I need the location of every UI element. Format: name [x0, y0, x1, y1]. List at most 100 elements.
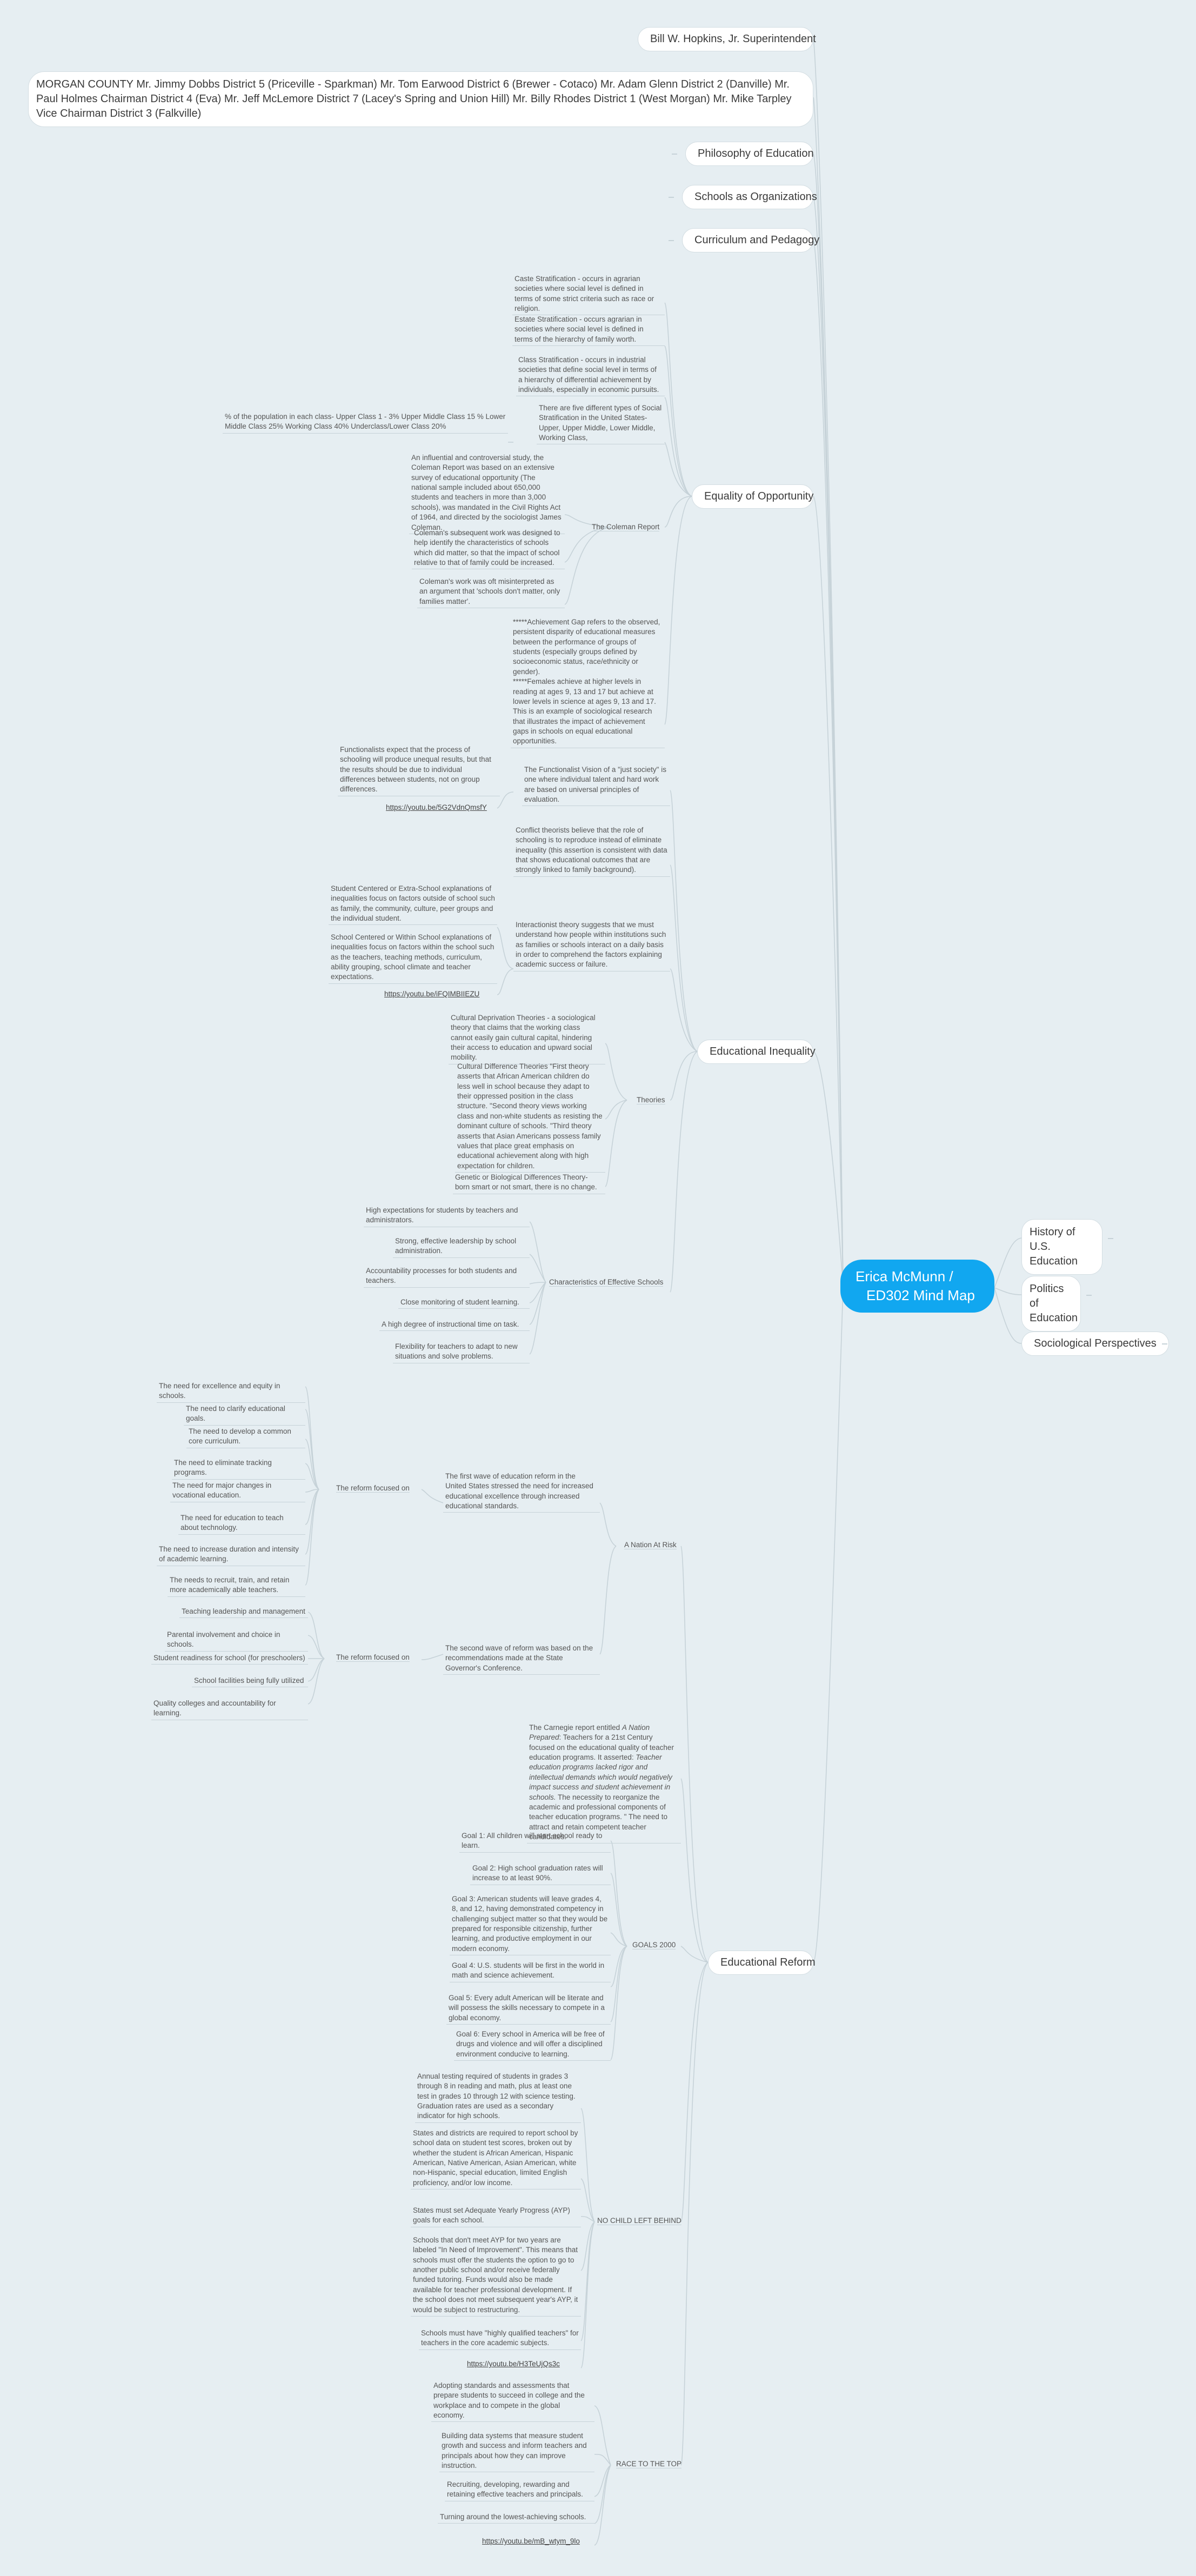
- note-class[interactable]: Class Stratification - occurs in industr…: [516, 354, 665, 397]
- note-functionalists[interactable]: Functionalists expect that the process o…: [338, 744, 500, 796]
- need-item-7[interactable]: The need to increase duration and intens…: [157, 1543, 305, 1566]
- nclb-item-5[interactable]: Schools must have "highly qualified teac…: [419, 2327, 581, 2350]
- note-cultural-deprivation[interactable]: Cultural Deprivation Theories - a sociol…: [449, 1012, 605, 1064]
- carnegie-part-e: The necessity to reorganize the academic…: [529, 1793, 667, 1841]
- goal-item-2[interactable]: Goal 2: High school graduation rates wil…: [470, 1862, 611, 1885]
- need-item-1[interactable]: The need for excellence and equity in sc…: [157, 1380, 305, 1403]
- topic-philosophy[interactable]: Philosophy of Education: [685, 142, 814, 166]
- label-nation-at-risk[interactable]: A Nation At Risk: [624, 1541, 677, 1549]
- label-reform-focused-1[interactable]: The reform focused on: [336, 1484, 410, 1493]
- note-coleman-2[interactable]: Coleman's subsequent work was designed t…: [412, 527, 565, 570]
- topic-reform-label: Educational Reform: [720, 1956, 816, 1968]
- need-item-6[interactable]: The need for education to teach about te…: [178, 1512, 305, 1535]
- rttt-item-1[interactable]: Adopting standards and assessments that …: [431, 2380, 594, 2422]
- topic-curriculum[interactable]: Curriculum and Pedagogy: [682, 228, 819, 252]
- effective-item-5[interactable]: A high degree of instructional time on t…: [379, 1319, 530, 1332]
- note-interactionist[interactable]: Interactionist theory suggests that we m…: [513, 919, 670, 971]
- label-nclb[interactable]: NO CHILD LEFT BEHIND: [597, 2216, 681, 2225]
- goal-item-3[interactable]: Goal 3: American students will leave gra…: [450, 1893, 611, 1956]
- topic-schools-organizations[interactable]: Schools as Organizations: [682, 185, 817, 209]
- topic-history-line2: Education: [1030, 1255, 1078, 1267]
- rttt-item-4[interactable]: Turning around the lowest-achieving scho…: [438, 2511, 594, 2524]
- nclb-item-3[interactable]: States must set Adequate Yearly Progress…: [411, 2205, 581, 2227]
- need-item-8[interactable]: The needs to recruit, train, and retain …: [168, 1574, 305, 1597]
- focus2-item-1[interactable]: Teaching leadership and management: [179, 1606, 308, 1619]
- topic-philosophy-label: Philosophy of Education: [698, 148, 814, 159]
- goal-item-4[interactable]: Goal 4: U.S. students will be first in t…: [450, 1960, 611, 1982]
- topic-philosophy-collapse-handle[interactable]: [672, 154, 677, 155]
- topic-sociological[interactable]: Sociological Perspectives: [1021, 1332, 1169, 1356]
- effective-item-2[interactable]: Strong, effective leadership by school a…: [393, 1235, 530, 1258]
- note-student-centered[interactable]: Student Centered or Extra-School explana…: [329, 883, 497, 926]
- link-youtube-2-text[interactable]: https://youtu.be/iFQIMBIIEZU: [384, 990, 480, 998]
- topic-curriculum-label: Curriculum and Pedagogy: [694, 234, 820, 246]
- nclb-item-1[interactable]: Annual testing required of students in g…: [415, 2071, 581, 2123]
- topic-politics-collapse-handle[interactable]: [1086, 1295, 1092, 1296]
- note-cultural-difference[interactable]: Cultural Difference Theories "First theo…: [455, 1061, 605, 1173]
- need-item-3[interactable]: The need to develop a common core curric…: [186, 1426, 305, 1448]
- link-youtube-4-text[interactable]: https://youtu.be/mB_wtym_9lo: [482, 2537, 580, 2545]
- goal-item-5[interactable]: Goal 5: Every adult American will be lit…: [446, 1992, 611, 2025]
- topic-politics-line1: Politics of: [1030, 1283, 1064, 1309]
- note-achievement-gap[interactable]: *****Achievement Gap refers to the obser…: [511, 616, 665, 748]
- topic-schools-organizations-collapse-handle[interactable]: [669, 197, 674, 198]
- note-coleman-1[interactable]: An influential and controversial study, …: [409, 452, 565, 534]
- link-youtube-2[interactable]: https://youtu.be/iFQIMBIIEZU: [382, 988, 497, 1000]
- focus2-item-3[interactable]: Student readiness for school (for presch…: [151, 1652, 308, 1665]
- effective-item-4[interactable]: Close monitoring of student learning.: [398, 1296, 530, 1309]
- topic-equality[interactable]: Equality of Opportunity: [692, 484, 813, 509]
- topic-school-board[interactable]: MORGAN COUNTY Mr. Jimmy Dobbs District 5…: [28, 71, 813, 127]
- label-theories[interactable]: Theories: [637, 1096, 665, 1104]
- nclb-item-2[interactable]: States and districts are required to rep…: [411, 2127, 581, 2190]
- focus2-item-5[interactable]: Quality colleges and accountability for …: [151, 1698, 308, 1720]
- link-youtube-3[interactable]: https://youtu.be/H3TeUjQs3c: [465, 2358, 581, 2370]
- link-youtube-3-text[interactable]: https://youtu.be/H3TeUjQs3c: [467, 2360, 560, 2368]
- note-five-types[interactable]: There are five different types of Social…: [537, 402, 665, 445]
- need-item-2[interactable]: The need to clarify educational goals.: [184, 1403, 305, 1426]
- note-caste[interactable]: Caste Stratification - occurs in agraria…: [512, 273, 665, 316]
- topic-curriculum-collapse-handle[interactable]: [669, 240, 674, 241]
- carnegie-part-a: The Carnegie report entitled: [529, 1723, 622, 1732]
- topic-superintendent[interactable]: Bill W. Hopkins, Jr. Superintendent: [638, 27, 816, 51]
- label-coleman-report[interactable]: The Coleman Report: [592, 523, 660, 531]
- effective-item-6[interactable]: Flexibility for teachers to adapt to new…: [393, 1341, 530, 1363]
- topic-inequality[interactable]: Educational Inequality: [697, 1040, 816, 1064]
- topic-reform[interactable]: Educational Reform: [708, 1951, 816, 1975]
- note-school-centered[interactable]: School Centered or Within School explana…: [329, 931, 497, 984]
- label-race-to-the-top[interactable]: RACE TO THE TOP: [616, 2460, 682, 2468]
- note-conflict[interactable]: Conflict theorists believe that the role…: [513, 824, 670, 877]
- topic-history[interactable]: History of U.S. Education: [1021, 1219, 1103, 1275]
- goal-item-6[interactable]: Goal 6: Every school in America will be …: [454, 2028, 611, 2061]
- need-item-4[interactable]: The need to eliminate tracking programs.: [172, 1457, 305, 1480]
- note-functional-vision[interactable]: The Functionalist Vision of a "just soci…: [522, 764, 670, 807]
- central-node[interactable]: Erica McMunn / ED302 Mind Map: [840, 1260, 994, 1313]
- label-goals-2000[interactable]: GOALS 2000: [632, 1941, 676, 1949]
- note-estate[interactable]: Estate Stratification - occurs agrarian …: [512, 314, 665, 347]
- topic-sociological-collapse-handle[interactable]: [1162, 1343, 1167, 1344]
- focus2-item-4[interactable]: School facilities being fully utilized: [192, 1675, 308, 1688]
- goal-item-1[interactable]: Goal 1: All children will start school r…: [459, 1830, 611, 1853]
- link-youtube-4[interactable]: https://youtu.be/mB_wtym_9lo: [480, 2535, 594, 2547]
- topic-politics[interactable]: Politics of Education: [1021, 1276, 1081, 1332]
- topic-politics-line2: Education: [1030, 1312, 1078, 1324]
- note-class-percentages[interactable]: % of the population in each class- Upper…: [223, 411, 508, 434]
- rttt-item-3[interactable]: Recruiting, developing, rewarding and re…: [445, 2479, 594, 2501]
- note-genetic[interactable]: Genetic or Biological Differences Theory…: [453, 1171, 605, 1194]
- note-second-wave[interactable]: The second wave of reform was based on t…: [443, 1642, 600, 1675]
- focus2-item-2[interactable]: Parental involvement and choice in schoo…: [165, 1629, 308, 1652]
- nclb-item-4[interactable]: Schools that don't meet AYP for two year…: [411, 2234, 581, 2317]
- rttt-item-2[interactable]: Building data systems that measure stude…: [439, 2430, 594, 2473]
- need-item-5[interactable]: The need for major changes in vocational…: [170, 1480, 305, 1502]
- label-reform-focused-2[interactable]: The reform focused on: [336, 1653, 410, 1662]
- note-coleman-3[interactable]: Coleman's work was oft misinterpreted as…: [417, 576, 565, 609]
- note-carnegie[interactable]: The Carnegie report entitled A Nation Pr…: [527, 1722, 681, 1844]
- topic-history-collapse-handle[interactable]: [1108, 1238, 1113, 1239]
- label-effective-schools[interactable]: Characteristics of Effective Schools: [549, 1278, 664, 1287]
- topic-history-line1: History of U.S.: [1030, 1226, 1075, 1253]
- link-youtube-1[interactable]: https://youtu.be/5G2VdnQmsfY: [384, 802, 500, 814]
- note-first-wave[interactable]: The first wave of education reform in th…: [443, 1470, 600, 1513]
- effective-item-3[interactable]: Accountability processes for both studen…: [364, 1265, 530, 1288]
- link-youtube-1-text[interactable]: https://youtu.be/5G2VdnQmsfY: [386, 803, 487, 811]
- effective-item-1[interactable]: High expectations for students by teache…: [364, 1204, 530, 1227]
